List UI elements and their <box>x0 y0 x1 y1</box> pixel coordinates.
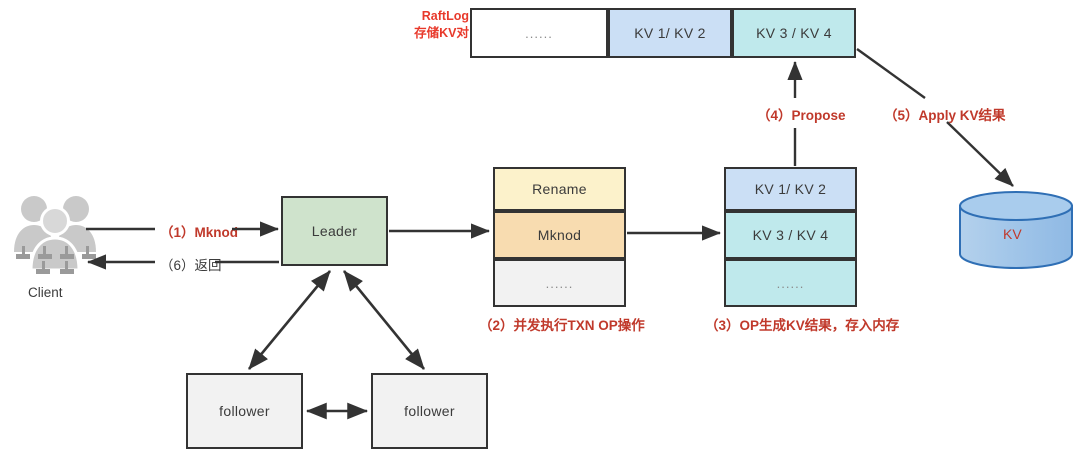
edge-label-apply: （5）Apply KV结果 <box>884 108 1006 123</box>
txn-op-cell-2-label: ...... <box>545 275 574 291</box>
txn-op-cell-0-label: Rename <box>532 181 587 197</box>
txn-op-cell-1-label: Mknod <box>537 227 582 243</box>
edge-label-mknod: （1）Mknod <box>160 225 239 240</box>
leader-node[interactable]: Leader <box>281 196 388 266</box>
raftlog-caption-line1: RaftLog <box>421 9 469 23</box>
follower-node-0-label: follower <box>219 403 270 419</box>
raftlog-caption-line2: 存储KV对 <box>414 26 469 40</box>
raftlog-cell-2[interactable]: KV 3 / KV 4 <box>732 8 856 58</box>
raftlog-cell-2-label: KV 3 / KV 4 <box>756 25 832 41</box>
kv-memory-cell-1-label: KV 3 / KV 4 <box>752 227 829 243</box>
raftlog-cell-0-label: ...... <box>525 25 553 41</box>
txn-ops-caption: （2）并发执行TXN OP操作 <box>479 318 645 333</box>
txn-op-cell-2[interactable]: ...... <box>493 259 626 307</box>
edge-label-propose: （4）Propose <box>757 108 846 123</box>
kv-memory-cell-2[interactable]: ...... <box>724 259 857 307</box>
kv-memory-caption: （3）OP生成KV结果，存入内存 <box>705 318 900 333</box>
users-group-icon <box>10 192 102 278</box>
kv-memory-cell-1[interactable]: KV 3 / KV 4 <box>724 211 857 259</box>
follower-node-1-label: follower <box>404 403 455 419</box>
raftlog-cell-1[interactable]: KV 1/ KV 2 <box>608 8 732 58</box>
raftlog-caption: RaftLog 存储KV对 <box>399 8 469 42</box>
raftlog-cell-0[interactable]: ...... <box>470 8 608 58</box>
arrow-leader-follower-0 <box>247 270 332 370</box>
raftlog-cell-1-label: KV 1/ KV 2 <box>634 25 706 41</box>
kv-store-label: KV <box>1003 226 1022 242</box>
arrow-leader-follower-1 <box>342 270 426 370</box>
txn-op-cell-1[interactable]: Mknod <box>493 211 626 259</box>
txn-op-cell-0[interactable]: Rename <box>493 167 626 211</box>
kv-store-cylinder[interactable] <box>957 190 1075 272</box>
kv-memory-cell-0-label: KV 1/ KV 2 <box>754 181 827 197</box>
edge-label-return: （6）返回 <box>160 258 222 273</box>
follower-node-1[interactable]: follower <box>371 373 488 449</box>
follower-node-0[interactable]: follower <box>186 373 303 449</box>
leader-label: Leader <box>311 223 358 239</box>
client-caption: Client <box>28 285 63 300</box>
kv-memory-cell-0[interactable]: KV 1/ KV 2 <box>724 167 857 211</box>
kv-memory-cell-2-label: ...... <box>776 275 805 291</box>
